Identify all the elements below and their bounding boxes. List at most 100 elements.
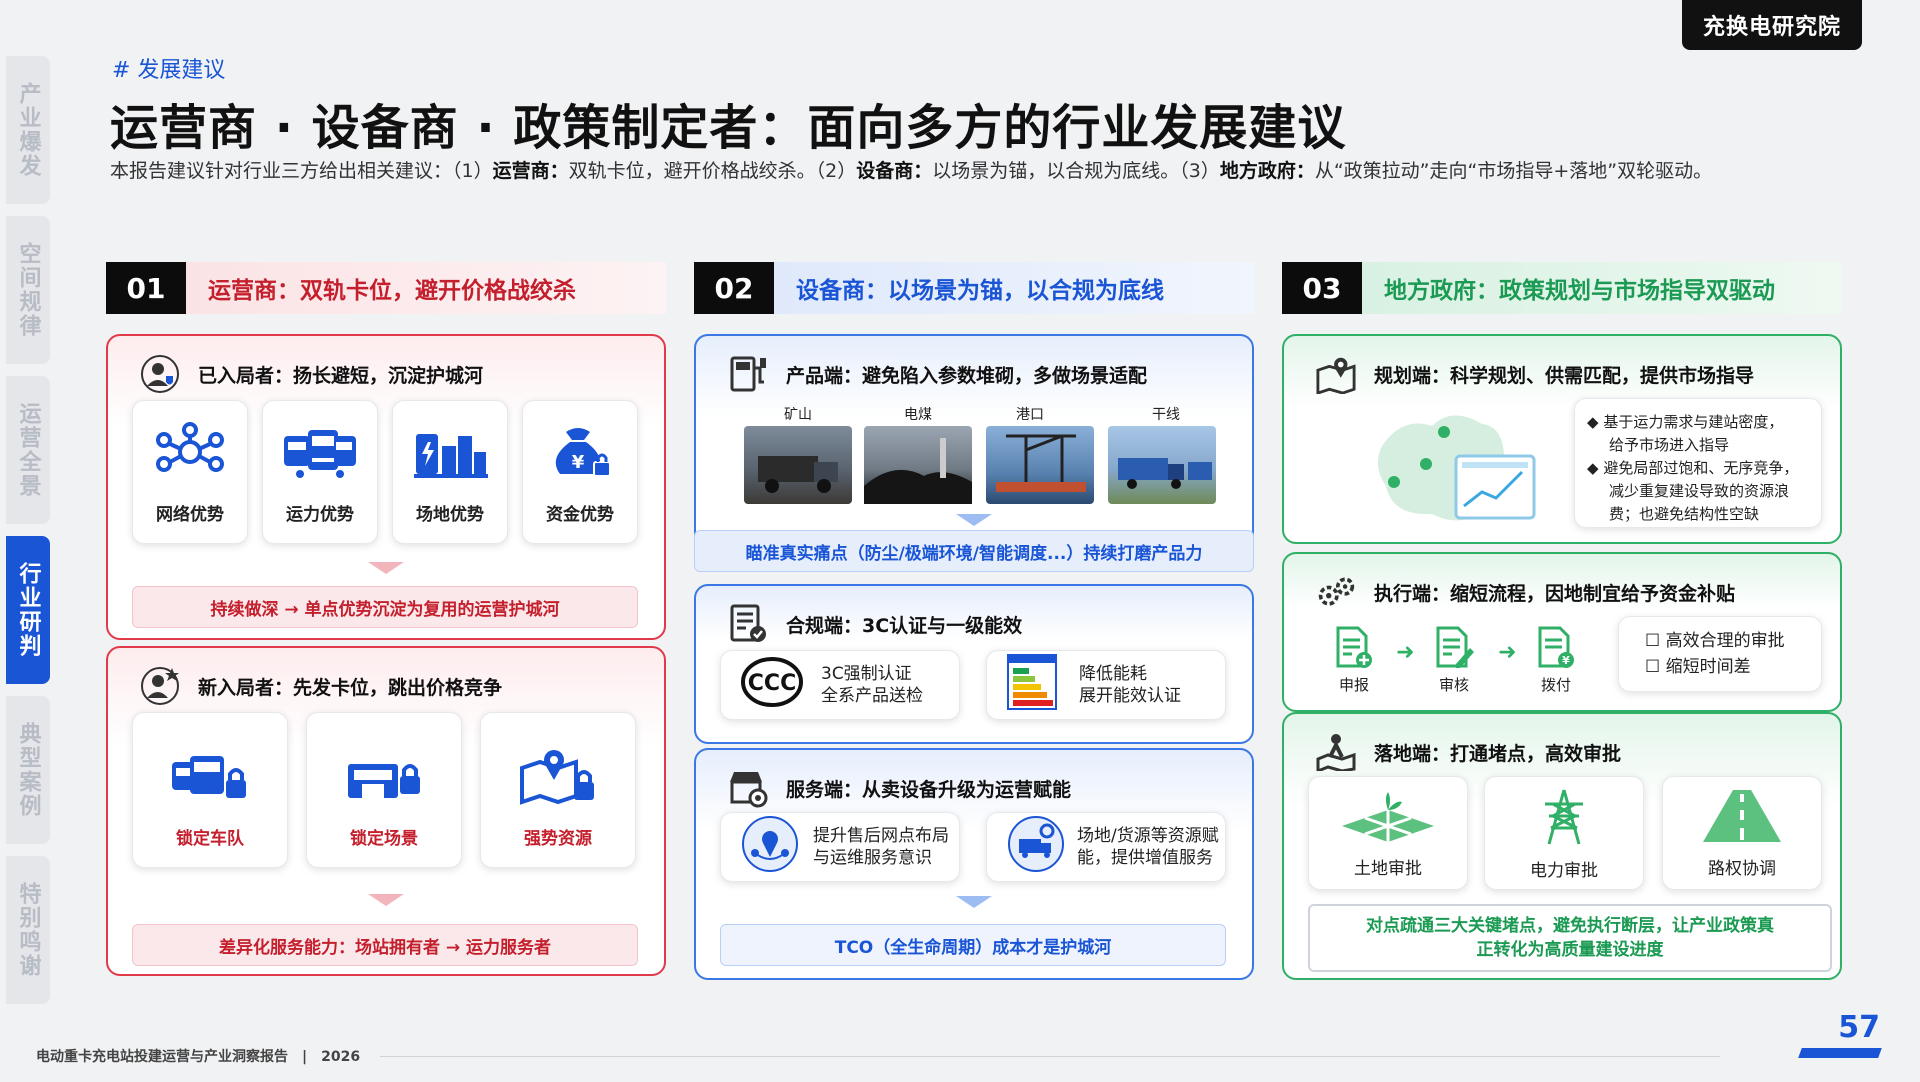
- svg-text:¥: ¥: [1562, 654, 1570, 667]
- step-review: 审核: [1432, 626, 1476, 695]
- card-power-approval: 电力审批: [1484, 776, 1644, 890]
- power-tower-icon: [1539, 788, 1589, 850]
- scene-label-port: 港口: [1016, 407, 1044, 423]
- network-location-icon: [741, 815, 799, 879]
- panel-heading: 产品端：避免陷入参数堆砌，多做场景适配: [728, 354, 1147, 394]
- card-network-advantage: 网络优势: [132, 400, 248, 544]
- land-icon: [1340, 790, 1436, 848]
- card-road-coordination: 路权协调: [1662, 776, 1822, 890]
- panel-heading: 执行端：缩短流程，因地制宜给予资金补贴: [1316, 572, 1735, 612]
- svg-text:¥: ¥: [572, 452, 585, 473]
- arrow-right-icon: ➜: [1396, 640, 1415, 665]
- note-item: ◆ 避免局部过饱和、无序竞争，减少重复建设导致的资源浪费；也避免结构性空缺: [1587, 459, 1799, 523]
- summary-bar-product: 瞄准真实痛点（防尘/极端环境/智能调度...）持续打磨产品力: [694, 530, 1254, 572]
- panel-heading: 规划端：科学规划、供需匹配，提供市场指导: [1316, 354, 1754, 394]
- card-land-approval: 土地审批: [1308, 776, 1468, 890]
- card-lock-fleet: 锁定车队: [132, 712, 288, 868]
- side-tab-industry-outlook[interactable]: 行业研判: [6, 536, 50, 684]
- column-header-equipment: 02 设备商：以场景为锚，以合规为底线: [694, 262, 1254, 314]
- down-arrow: [368, 562, 404, 574]
- gears-icon: [1316, 572, 1356, 612]
- document-add-icon: [1332, 626, 1376, 674]
- scene-label-mine: 矿山: [784, 407, 812, 423]
- panel-heading: 新入局者：先发卡位，跳出价格竞争: [140, 666, 502, 706]
- column-number: 03: [1282, 262, 1362, 314]
- side-tab-industry-boom[interactable]: 产业爆发: [6, 56, 50, 204]
- summary-bar-new: 差异化服务能力：场站拥有者 → 运力服务者: [132, 924, 638, 966]
- trucks-icon: [280, 426, 360, 486]
- charging-station-icon: [410, 426, 490, 486]
- summary-bar-implementation: 对点疏通三大关键堵点，避免执行断层，让产业政策真 正转化为高质量建设进度: [1308, 904, 1832, 972]
- side-tab-operation-overview[interactable]: 运营全景: [6, 376, 50, 524]
- compliance-item-energy: 降低能耗展开能效认证: [986, 650, 1226, 720]
- intro-paragraph: 本报告建议针对行业三方给出相关建议：（1）运营商：双轨卡位，避开价格战绞杀。（2…: [110, 160, 1713, 182]
- column-number: 02: [694, 262, 774, 314]
- down-arrow: [956, 896, 992, 908]
- mine-truck-photo: [744, 426, 852, 504]
- checklist-icon: [728, 604, 768, 644]
- ccc-mark-icon: CCC: [741, 656, 803, 714]
- energy-label-icon: [1007, 654, 1057, 716]
- compliance-item-3c: CCC 3C强制认证全系产品送检: [720, 650, 960, 720]
- footer-report-title: 电动重卡充电站投建运营与产业洞察报告 | 2026: [36, 1049, 361, 1065]
- store-gear-icon: [728, 768, 768, 808]
- map-person-icon: [1316, 732, 1356, 772]
- side-tab-acknowledgements[interactable]: 特别鸣谢: [6, 856, 50, 1004]
- arrow-right-icon: ➜: [1498, 640, 1517, 665]
- page-number: 57: [1838, 1010, 1880, 1045]
- card-strong-resources: 强势资源: [480, 712, 636, 868]
- region-map-dashboard-icon: [1372, 406, 1572, 534]
- card-lock-scene: 锁定场景: [306, 712, 462, 868]
- panel-heading: 已入局者：扬长避短，沉淀护城河: [140, 354, 483, 394]
- summary-bar-existing: 持续做深 → 单点优势沉淀为复用的运营护城河: [132, 586, 638, 628]
- footer-divider: [380, 1056, 1720, 1057]
- down-arrow: [368, 894, 404, 906]
- svg-text:CCC: CCC: [748, 671, 796, 696]
- side-tab-typical-cases[interactable]: 典型案例: [6, 696, 50, 844]
- coal-photo: [864, 426, 972, 504]
- scene-label-highway: 干线: [1152, 407, 1180, 423]
- money-bag-icon: ¥: [544, 422, 616, 486]
- page-title: 运营商 · 设备商 · 政策制定者：面向多方的行业发展建议: [110, 100, 1347, 156]
- panel-heading: 落地端：打通堵点，高效审批: [1316, 732, 1621, 772]
- step-disburse: ¥ 拨付: [1534, 626, 1578, 695]
- column-number: 01: [106, 262, 186, 314]
- user-shield-icon: [140, 354, 180, 394]
- check-item: ☐ 高效合理的审批: [1645, 631, 1785, 651]
- note-item: ◆ 基于运力需求与建站密度，给予市场进入指导: [1587, 413, 1784, 454]
- step-apply: 申报: [1332, 626, 1376, 695]
- column-title: 地方政府：政策规划与市场指导双驱动: [1362, 262, 1842, 314]
- planning-notes: ◆ 基于运力需求与建站密度，给予市场进入指导 ◆ 避免局部过饱和、无序竞争，减少…: [1574, 398, 1822, 528]
- document-money-icon: ¥: [1534, 626, 1578, 674]
- card-capital-advantage: ¥ 资金优势: [522, 400, 638, 544]
- column-header-government: 03 地方政府：政策规划与市场指导双驱动: [1282, 262, 1842, 314]
- check-item: ☐ 缩短时间差: [1645, 657, 1751, 677]
- road-icon: [1697, 788, 1787, 846]
- side-tab-spatial-pattern[interactable]: 空间规律: [6, 216, 50, 364]
- map-lock-icon: [516, 746, 600, 810]
- summary-bar-service: TCO（全生命周期）成本才是护城河: [720, 924, 1226, 966]
- section-tag: # 发展建议: [112, 58, 226, 83]
- execution-checklist: ☐ 高效合理的审批 ☐ 缩短时间差: [1618, 616, 1822, 692]
- panel-heading: 服务端：从卖设备升级为运营赋能: [728, 768, 1071, 808]
- panel-heading: 合规端：3C认证与一级能效: [728, 604, 1022, 644]
- document-edit-icon: [1432, 626, 1476, 674]
- column-title: 设备商：以场景为锚，以合规为底线: [774, 262, 1254, 314]
- service-item-resources: 场地/货源等资源赋能，提供增值服务: [986, 812, 1226, 882]
- map-pin-icon: [1316, 354, 1356, 394]
- charger-icon: [728, 354, 768, 394]
- down-arrow: [956, 514, 992, 526]
- column-header-operators: 01 运营商：双轨卡位，避开价格战绞杀: [106, 262, 666, 314]
- card-site-advantage: 场地优势: [392, 400, 508, 544]
- truck-gear-icon: [1007, 815, 1065, 879]
- service-item-after-sales: 提升售后网点布局与运维服务意识: [720, 812, 960, 882]
- highway-truck-photo: [1108, 426, 1216, 504]
- scene-label-coal: 电煤: [904, 407, 932, 423]
- brand-badge: 充换电研究院: [1682, 0, 1862, 50]
- card-fleet-advantage: 运力优势: [262, 400, 378, 544]
- user-star-icon: [140, 666, 180, 706]
- column-title: 运营商：双轨卡位，避开价格战绞杀: [186, 262, 666, 314]
- locked-station-icon: [342, 750, 426, 810]
- port-crane-photo: [986, 426, 1094, 504]
- network-icon: [154, 422, 226, 486]
